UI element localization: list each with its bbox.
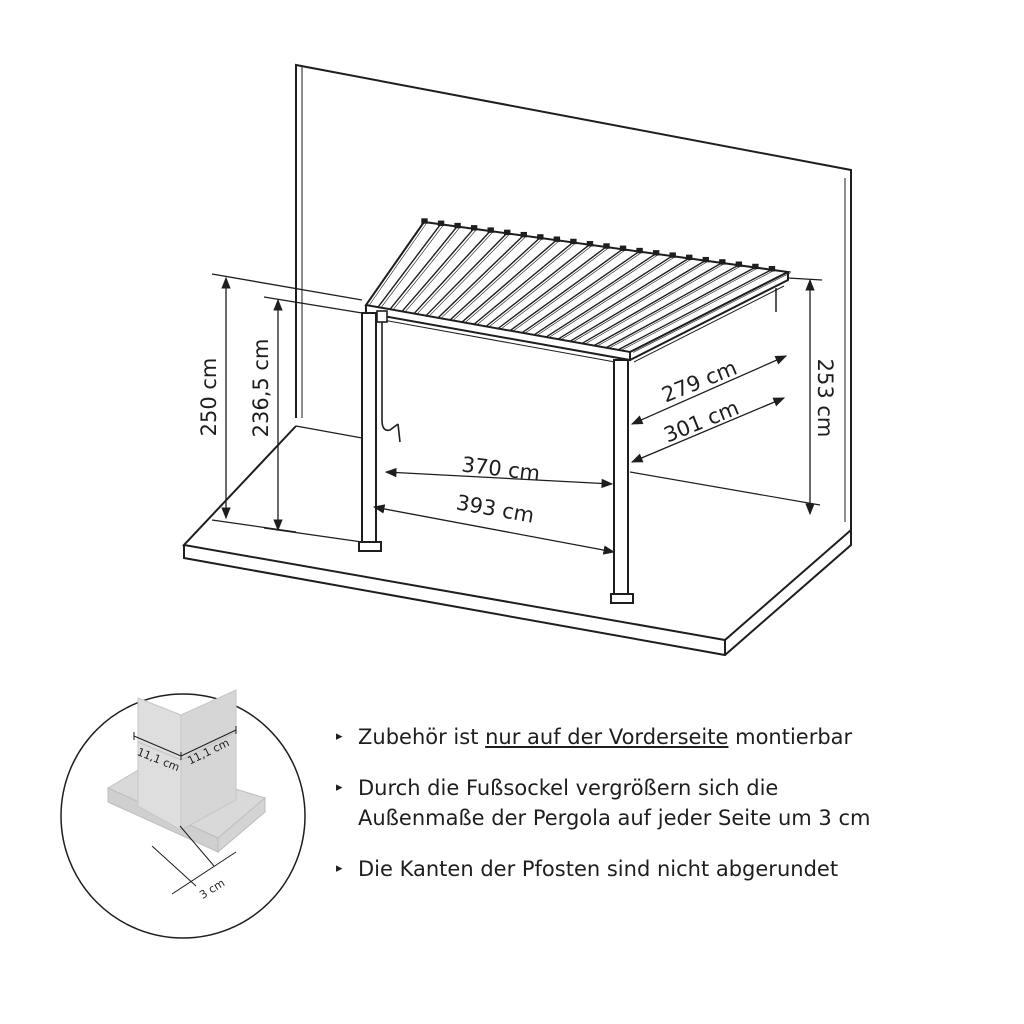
pergola-posts bbox=[358, 288, 777, 604]
roof-louvers bbox=[365, 218, 792, 353]
roof-louver bbox=[509, 248, 623, 332]
bullet-icon: ▸ bbox=[336, 861, 343, 876]
roof-louver bbox=[461, 239, 557, 323]
roof-louver bbox=[557, 257, 690, 340]
roof-louver-cap bbox=[537, 234, 544, 240]
roof-louver-edge bbox=[548, 256, 676, 338]
post-foot-detail: 11,1 cm 11,1 cm 3 cm bbox=[60, 689, 306, 939]
foot-base-left bbox=[358, 541, 382, 552]
roof-louver bbox=[533, 253, 657, 336]
note1-underlined: nur auf der Vorderseite bbox=[485, 725, 729, 749]
roof-louver-edge bbox=[596, 265, 742, 347]
dim-height-wall: 253 cm bbox=[813, 359, 837, 438]
note-item-accessories: ▸ Zubehör ist nur auf der Vorderseite mo… bbox=[336, 722, 976, 752]
note1-post: montierbar bbox=[728, 725, 853, 749]
roof-louver-edge bbox=[500, 247, 610, 330]
roof-louver-edge bbox=[476, 242, 577, 325]
roof-louver bbox=[605, 266, 756, 349]
roof-louver bbox=[413, 230, 491, 315]
roof-louver bbox=[485, 244, 590, 327]
dim-height-outer: 250 cm bbox=[197, 358, 221, 437]
pergola-roof bbox=[364, 218, 792, 365]
floor bbox=[182, 425, 852, 657]
roof-louver bbox=[377, 223, 442, 308]
roof-louver-cap bbox=[669, 252, 676, 258]
roof-louver-cap bbox=[719, 259, 726, 265]
roof-louver-edge bbox=[416, 231, 494, 315]
bullet-icon: ▸ bbox=[336, 780, 343, 795]
roof-louver-edge bbox=[536, 254, 659, 336]
roof-louver-cap bbox=[586, 241, 594, 247]
roof-louver-edge bbox=[380, 224, 444, 308]
roof-louver bbox=[521, 250, 640, 334]
roof-louver-edge bbox=[452, 238, 544, 321]
roof-louver-edge bbox=[404, 229, 477, 313]
roof-louver bbox=[581, 262, 723, 345]
roof-louver-edge bbox=[464, 240, 560, 323]
roof-louver bbox=[497, 246, 607, 330]
roof-louver-cap bbox=[652, 250, 660, 256]
roof-louver-cap bbox=[520, 231, 527, 238]
roof-louver-edge bbox=[560, 258, 692, 340]
roof-louver-cap bbox=[553, 236, 561, 242]
roof-louver bbox=[593, 264, 739, 347]
note3: Die Kanten der Pfosten sind nicht abgeru… bbox=[358, 857, 839, 881]
wall bbox=[295, 63, 852, 530]
roof-louver-edge bbox=[512, 249, 626, 332]
dim-lines-depth bbox=[630, 355, 788, 463]
roof-louver-edge bbox=[620, 269, 775, 351]
roof-louver-cap bbox=[504, 229, 511, 236]
roof-louver-cap bbox=[570, 238, 577, 245]
note-item-foot-base: ▸ Durch die Fußsockel vergrößern sich di… bbox=[336, 773, 976, 833]
roof-louver-cap bbox=[636, 247, 643, 254]
roof-louver bbox=[389, 226, 458, 310]
roof-louver-cap bbox=[437, 220, 445, 226]
note2-line2: Außenmaße der Pergola auf jeder Seite um… bbox=[358, 806, 871, 830]
roof-louver bbox=[425, 232, 508, 317]
roof-louver-cap bbox=[619, 245, 627, 251]
roof-louver-cap bbox=[686, 254, 693, 261]
note-item-edges: ▸ Die Kanten der Pfosten sind nicht abge… bbox=[336, 854, 976, 884]
foot-base-right bbox=[610, 593, 634, 604]
roof-louver-edge bbox=[584, 263, 725, 345]
roof-louver bbox=[449, 237, 541, 321]
notes-list: ▸ Zubehör ist nur auf der Vorderseite mo… bbox=[336, 722, 976, 905]
dim-width-inner: 370 cm bbox=[460, 452, 541, 485]
roof-louver-cap bbox=[454, 222, 461, 229]
bullet-icon: ▸ bbox=[336, 729, 343, 744]
roof-louver-cap bbox=[470, 225, 478, 231]
roof-louver-edge bbox=[392, 226, 461, 310]
roof-louver-cap bbox=[487, 227, 494, 233]
roof-louver-cap bbox=[421, 218, 428, 224]
roof-louver-cap bbox=[752, 263, 759, 270]
crank-handle bbox=[376, 310, 401, 443]
roof-louver-edge bbox=[572, 260, 709, 343]
roof-louver-cap bbox=[702, 256, 709, 263]
roof-louver-edge bbox=[440, 235, 527, 319]
roof-louver bbox=[437, 235, 524, 319]
dim-width-outer: 393 cm bbox=[454, 490, 536, 527]
roof-louver-cap bbox=[603, 243, 610, 249]
roof-louver bbox=[401, 228, 475, 312]
roof-louver-cap bbox=[735, 261, 743, 267]
roof-louver-edge bbox=[632, 272, 792, 353]
roof-louver-edge bbox=[428, 233, 510, 317]
dim-height-inner: 236,5 cm bbox=[249, 339, 273, 438]
roof-louver bbox=[365, 221, 425, 306]
roof-louver-edge bbox=[488, 244, 593, 328]
roof-louver bbox=[629, 271, 789, 353]
roof-louver-edge bbox=[524, 251, 643, 334]
dim-lines-vertical bbox=[211, 273, 823, 543]
roof-louver bbox=[569, 260, 706, 342]
roof-louver-cap bbox=[768, 266, 776, 272]
note2-line1: Durch die Fußsockel vergrößern sich die bbox=[358, 776, 779, 800]
dim-lines-width bbox=[372, 467, 616, 555]
roof-louver-edge bbox=[608, 267, 759, 349]
note1-pre: Zubehör ist bbox=[358, 725, 486, 749]
roof-louver-edge bbox=[368, 222, 428, 306]
roof-louver bbox=[617, 269, 772, 351]
roof-louver bbox=[473, 241, 574, 325]
roof-louver bbox=[545, 255, 673, 338]
